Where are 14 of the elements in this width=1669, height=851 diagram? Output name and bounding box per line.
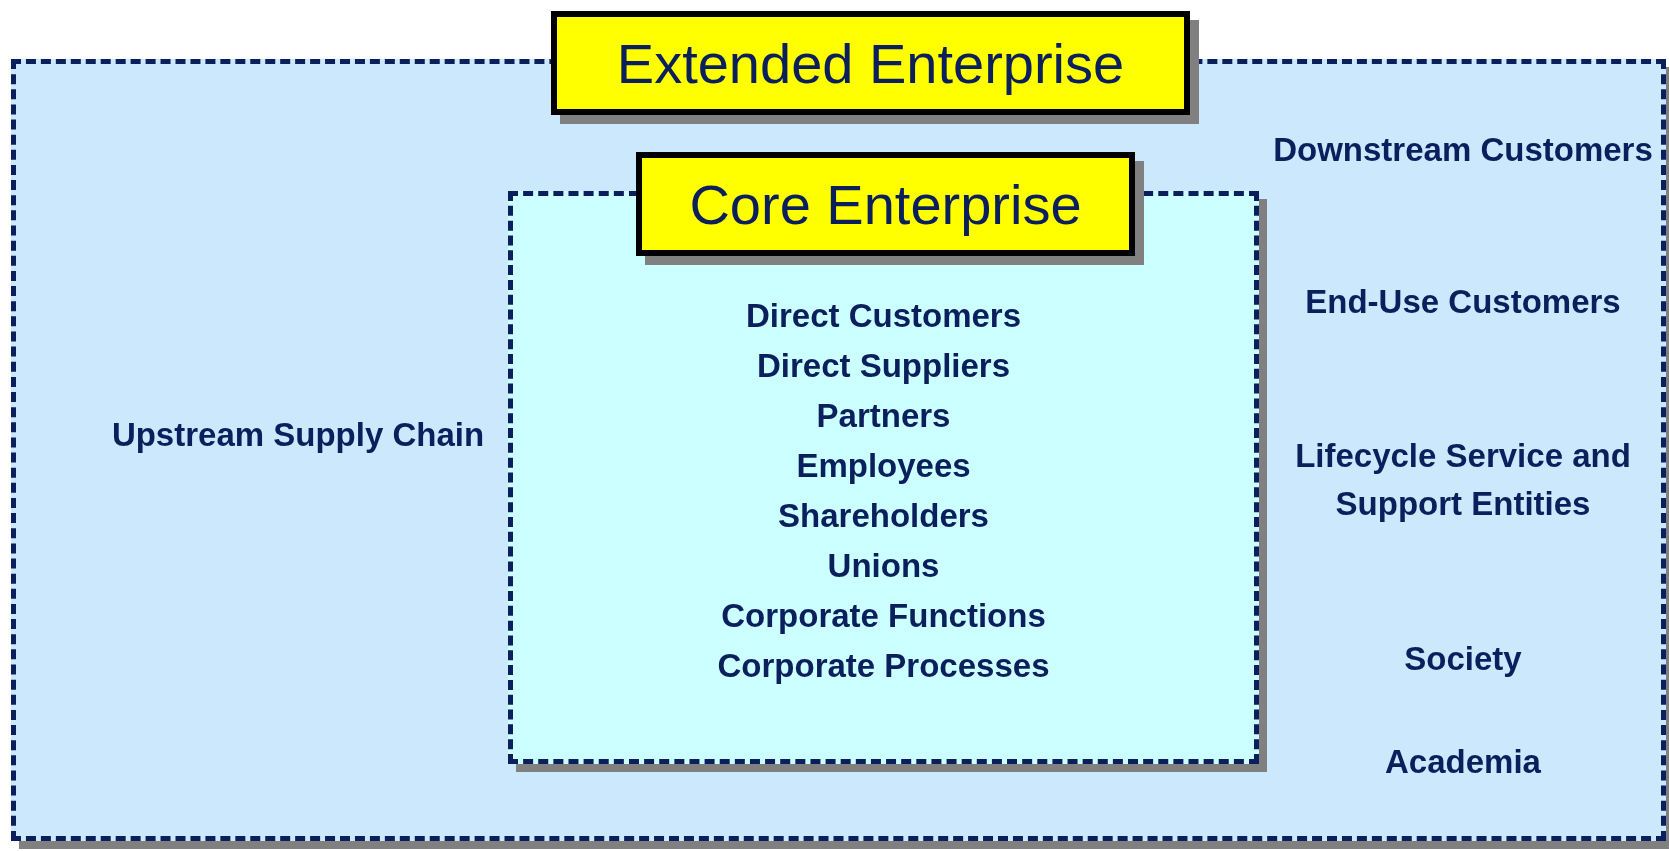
group-label: Academia bbox=[1384, 742, 1542, 782]
member-label: Corporate Functions bbox=[721, 596, 1046, 636]
member-label: Unions bbox=[827, 546, 940, 586]
group-label: Upstream Supply Chain bbox=[110, 415, 486, 455]
member-label: Shareholders bbox=[778, 496, 989, 536]
group-label: Society bbox=[1403, 639, 1523, 679]
member-label: Corporate Processes bbox=[717, 646, 1050, 686]
group-label: Lifecycle Service and Support Entities bbox=[1294, 436, 1632, 524]
member-label: Direct Customers bbox=[745, 296, 1022, 336]
member-label: Direct Suppliers bbox=[756, 346, 1011, 386]
member-label: Employees bbox=[796, 446, 971, 486]
group-label: Downstream Customers bbox=[1273, 130, 1653, 170]
group-label: End-Use Customers bbox=[1304, 282, 1622, 322]
member-label: Partners bbox=[816, 396, 951, 436]
